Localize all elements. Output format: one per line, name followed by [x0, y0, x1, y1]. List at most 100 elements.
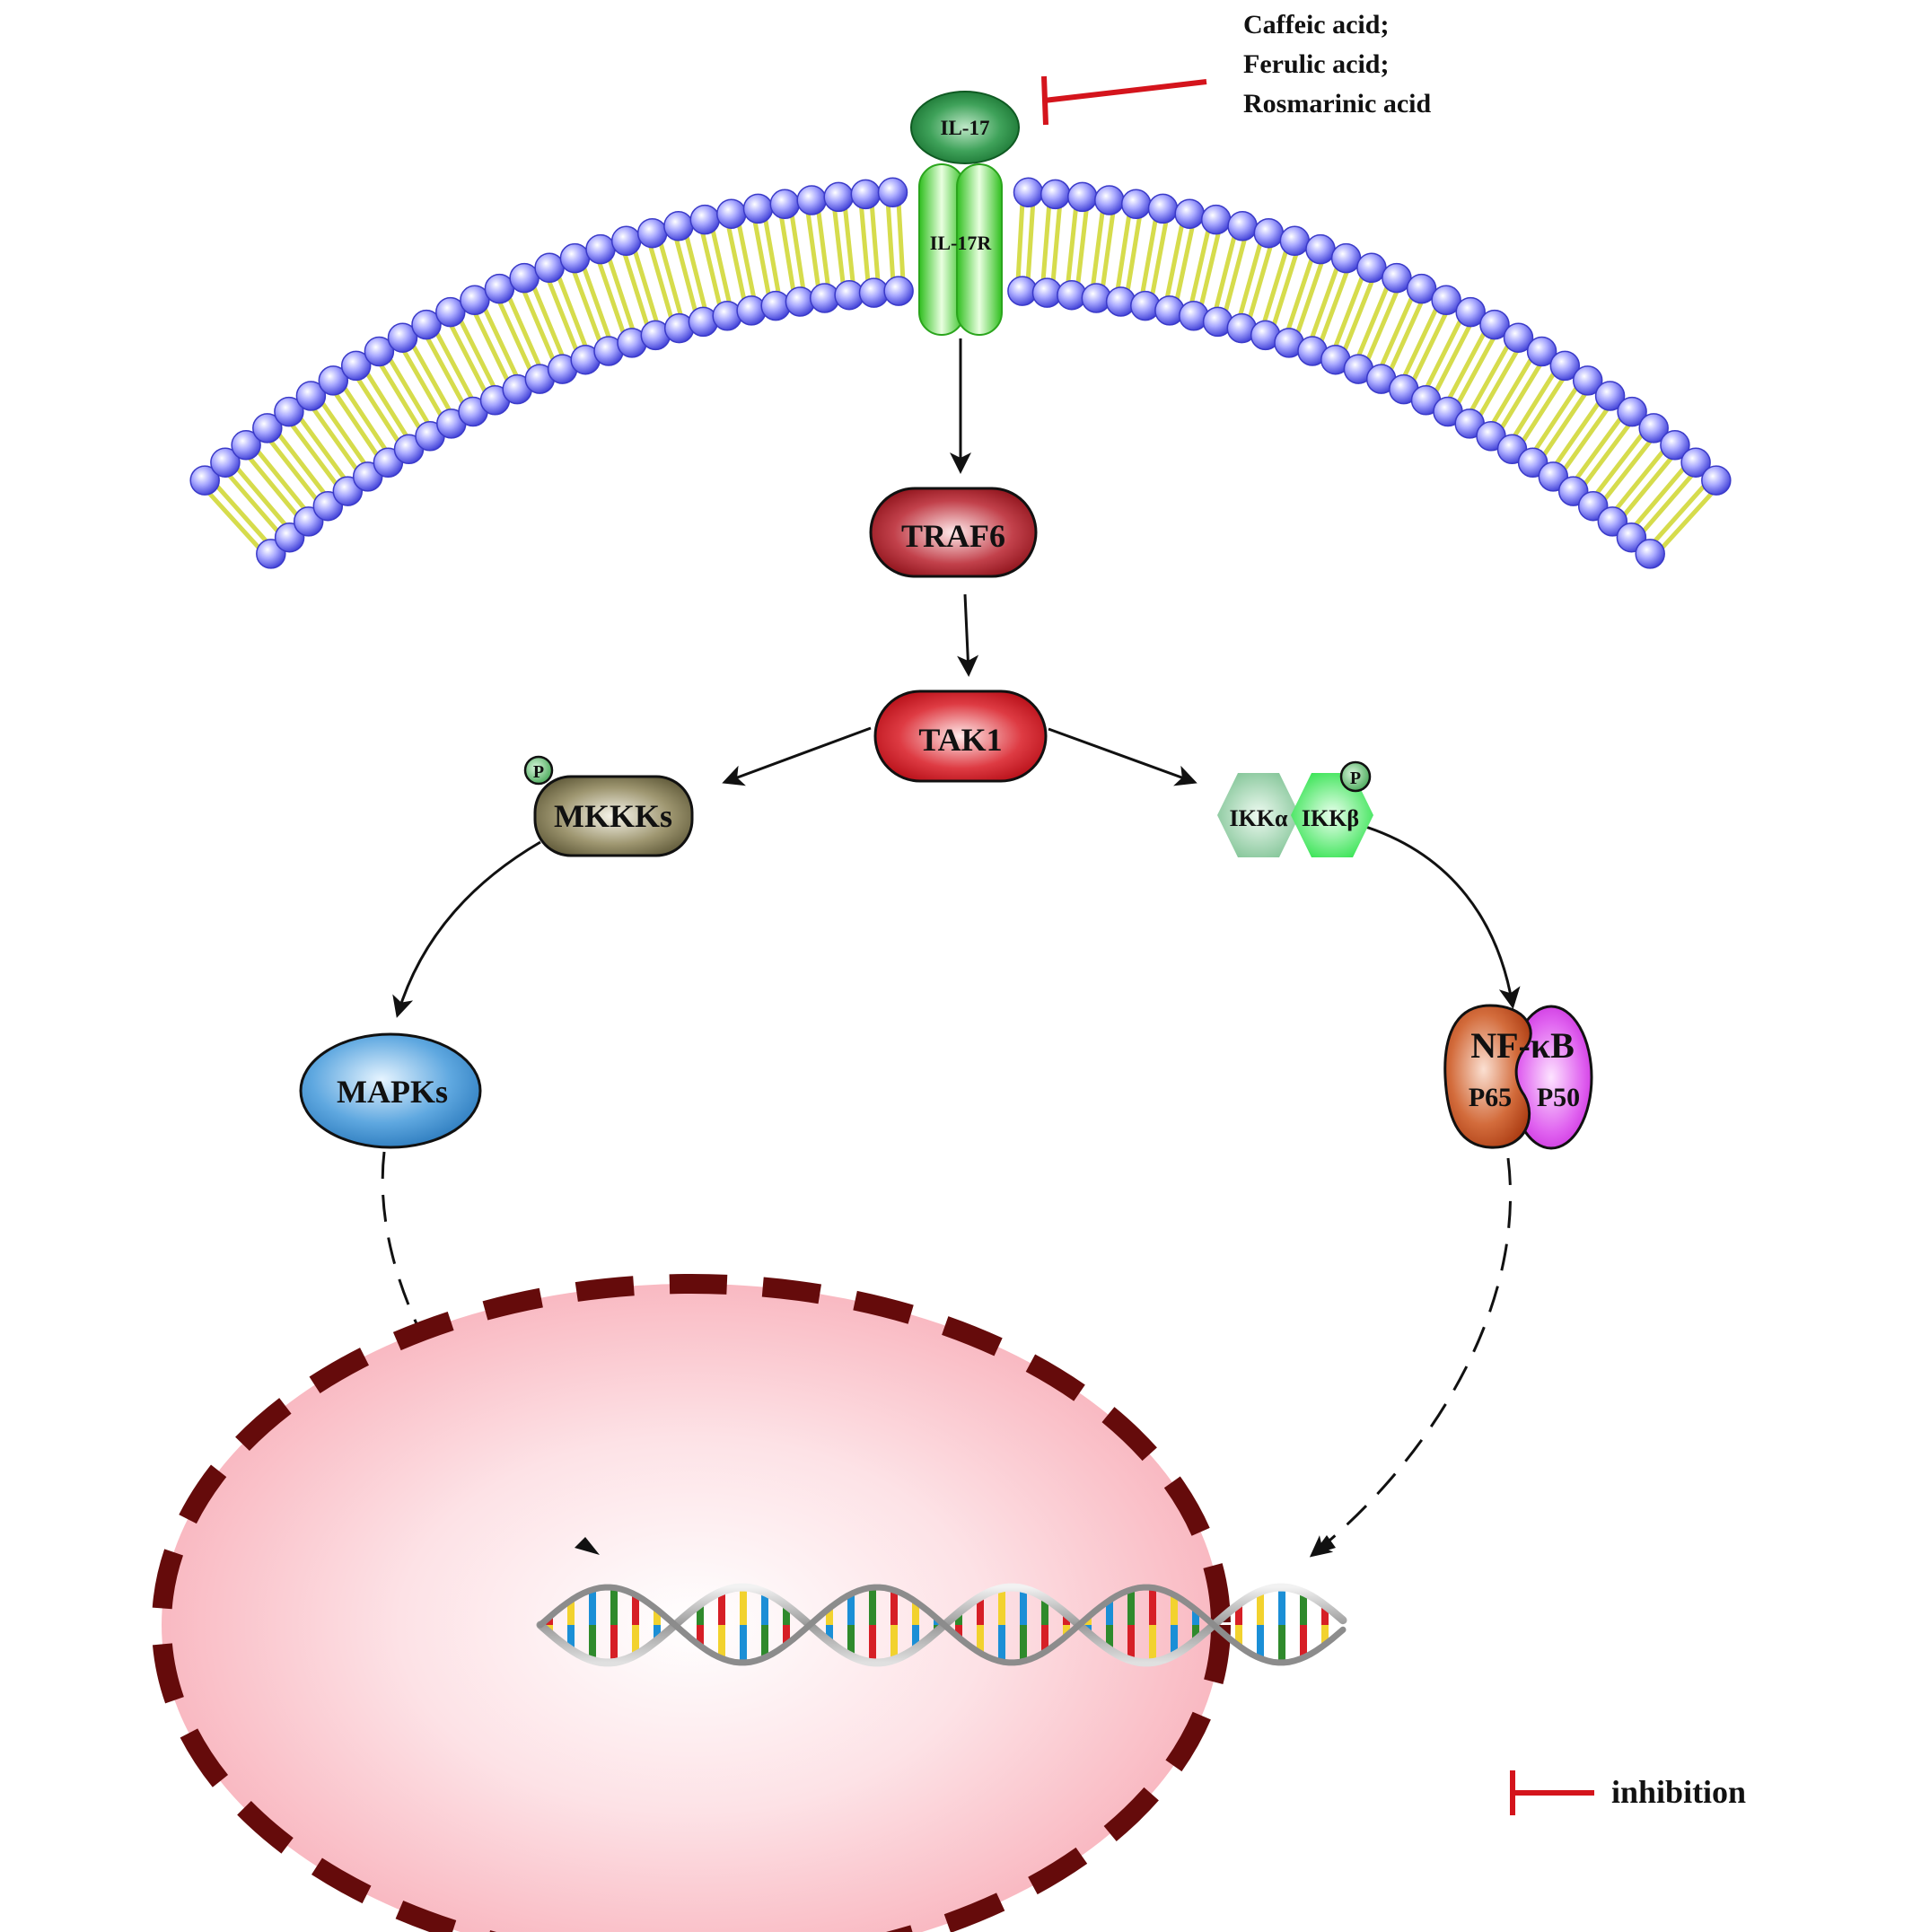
membrane-head-outer	[1455, 296, 1486, 328]
membrane-head-outer	[231, 430, 261, 461]
dna-base-segment	[589, 1589, 596, 1625]
dna-base-segment	[1149, 1587, 1156, 1625]
dna-base-segment	[1106, 1600, 1113, 1625]
arrow-traf6-to-tak1	[957, 593, 979, 677]
membrane-head-outer	[1067, 181, 1098, 213]
membrane-head-outer	[636, 217, 668, 249]
membrane-head-outer	[559, 242, 591, 274]
traf6-node: TRAF6	[869, 487, 1038, 578]
dna-base-segment	[1192, 1609, 1199, 1625]
dna-base-segment	[567, 1600, 575, 1625]
membrane-head-outer	[1617, 396, 1647, 427]
membrane-head-outer	[663, 211, 694, 242]
p65-shape	[1443, 1004, 1532, 1149]
dna-base-segment	[718, 1591, 725, 1625]
dna-base-segment	[869, 1625, 876, 1663]
nfkb-complex: NF-κB P65 P50	[1443, 1004, 1593, 1150]
membrane-head-outer	[1594, 381, 1626, 411]
dna-base-segment	[955, 1625, 962, 1638]
inhibitor-rosmarinic-acid: Rosmarinic acid	[1243, 89, 1431, 119]
dna-base-segment	[1020, 1625, 1027, 1662]
arrow-ikk-to-nfkb	[1356, 822, 1521, 1009]
dna-base-segment	[847, 1594, 855, 1625]
dna-base-segment	[1235, 1625, 1242, 1647]
legend: inhibition	[1510, 1770, 1746, 1815]
inhibition-marker	[1041, 75, 1207, 126]
membrane-head-outer	[1200, 204, 1232, 235]
dna-base-segment	[783, 1605, 790, 1625]
dna-base-segment	[1063, 1613, 1070, 1625]
membrane-head-outer	[1120, 189, 1152, 220]
membrane-phospholipid-heads	[189, 177, 1732, 569]
dna-base-segment	[826, 1608, 833, 1625]
membrane-head-outer	[1253, 217, 1285, 249]
il17-ligand: IL-17	[910, 91, 1020, 164]
ikk-phospho-badge	[1339, 760, 1372, 793]
membrane-head-outer	[1638, 413, 1669, 443]
il17-receptor: IL-17R	[918, 163, 1003, 336]
membrane-head-outer	[1503, 322, 1534, 353]
dna-base-segment	[1063, 1625, 1070, 1637]
dna-base-segment	[567, 1625, 575, 1650]
dna-base-segment	[1192, 1625, 1199, 1641]
membrane-head-outer	[1549, 350, 1581, 382]
dna-base-segment	[1106, 1625, 1113, 1650]
dna-base-segment	[912, 1601, 919, 1625]
membrane-head-outer	[1356, 252, 1387, 284]
arrow-tak1-to-mkkks	[722, 726, 872, 786]
membrane-head-outer	[318, 365, 349, 396]
dna-base-pairs	[546, 1587, 1329, 1663]
membrane-head-outer	[210, 447, 241, 478]
tak1-node: TAK1	[873, 689, 1048, 783]
dna-base-segment	[1278, 1625, 1285, 1663]
dna-base-segment	[826, 1625, 833, 1642]
dna-base-segment	[1257, 1591, 1264, 1625]
membrane-head-outer	[364, 336, 395, 367]
dna-base-segment	[977, 1625, 984, 1654]
dna-base-segment	[1020, 1588, 1027, 1625]
membrane-head-outer	[850, 179, 882, 210]
dna-base-segment	[740, 1587, 747, 1625]
membrane-head-outer	[1279, 225, 1311, 257]
dna-base-segment	[998, 1625, 1005, 1662]
cell-membrane	[189, 177, 1732, 569]
arrow-tak1-to-ikk	[1048, 727, 1197, 786]
membrane-head-outer	[252, 413, 283, 443]
membrane-head-outer	[1040, 179, 1071, 210]
membrane-head-outer	[796, 185, 827, 215]
dna-base-segment	[1149, 1625, 1156, 1663]
membrane-head-outer	[1406, 273, 1437, 304]
membrane-head-outer	[610, 225, 642, 257]
dna-base-segment	[1300, 1625, 1307, 1658]
dna-base-segment	[1171, 1625, 1178, 1655]
membrane-head-outer	[689, 204, 721, 235]
il17-label: IL-17	[941, 117, 990, 139]
membrane-head-outer	[1305, 233, 1336, 265]
membrane-head-outer	[1227, 211, 1258, 242]
dna-base-segment	[1278, 1587, 1285, 1625]
dna-base-segment	[1041, 1598, 1048, 1625]
membrane-head-outer	[1572, 365, 1603, 396]
inhibitor-caffeic-acid: Caffeic acid;	[1243, 10, 1389, 40]
membrane-head-outer	[823, 181, 854, 213]
membrane-head-outer	[585, 233, 616, 265]
dna-base-segment	[632, 1625, 639, 1655]
dna-base-segment	[718, 1625, 725, 1659]
dna-base-segment	[1171, 1594, 1178, 1625]
membrane-head-outer	[1174, 198, 1205, 229]
membrane-head-outer	[1660, 430, 1690, 461]
dna-base-segment	[697, 1625, 704, 1647]
membrane-head-outer	[769, 189, 801, 220]
dna-base-segment	[589, 1625, 596, 1661]
dna-base-segment	[783, 1625, 790, 1645]
membrane-head-outer	[534, 252, 565, 284]
membrane-head-outer	[1013, 177, 1044, 208]
membrane-head-outer	[1330, 242, 1362, 274]
nfkb-label: NF-κB	[1470, 1025, 1575, 1066]
dna-base-segment	[1321, 1625, 1329, 1645]
dna-base-segment	[697, 1603, 704, 1625]
membrane-head-outer	[189, 465, 220, 496]
traf6-label: TRAF6	[901, 518, 1005, 554]
dna-base-segment	[632, 1594, 639, 1625]
